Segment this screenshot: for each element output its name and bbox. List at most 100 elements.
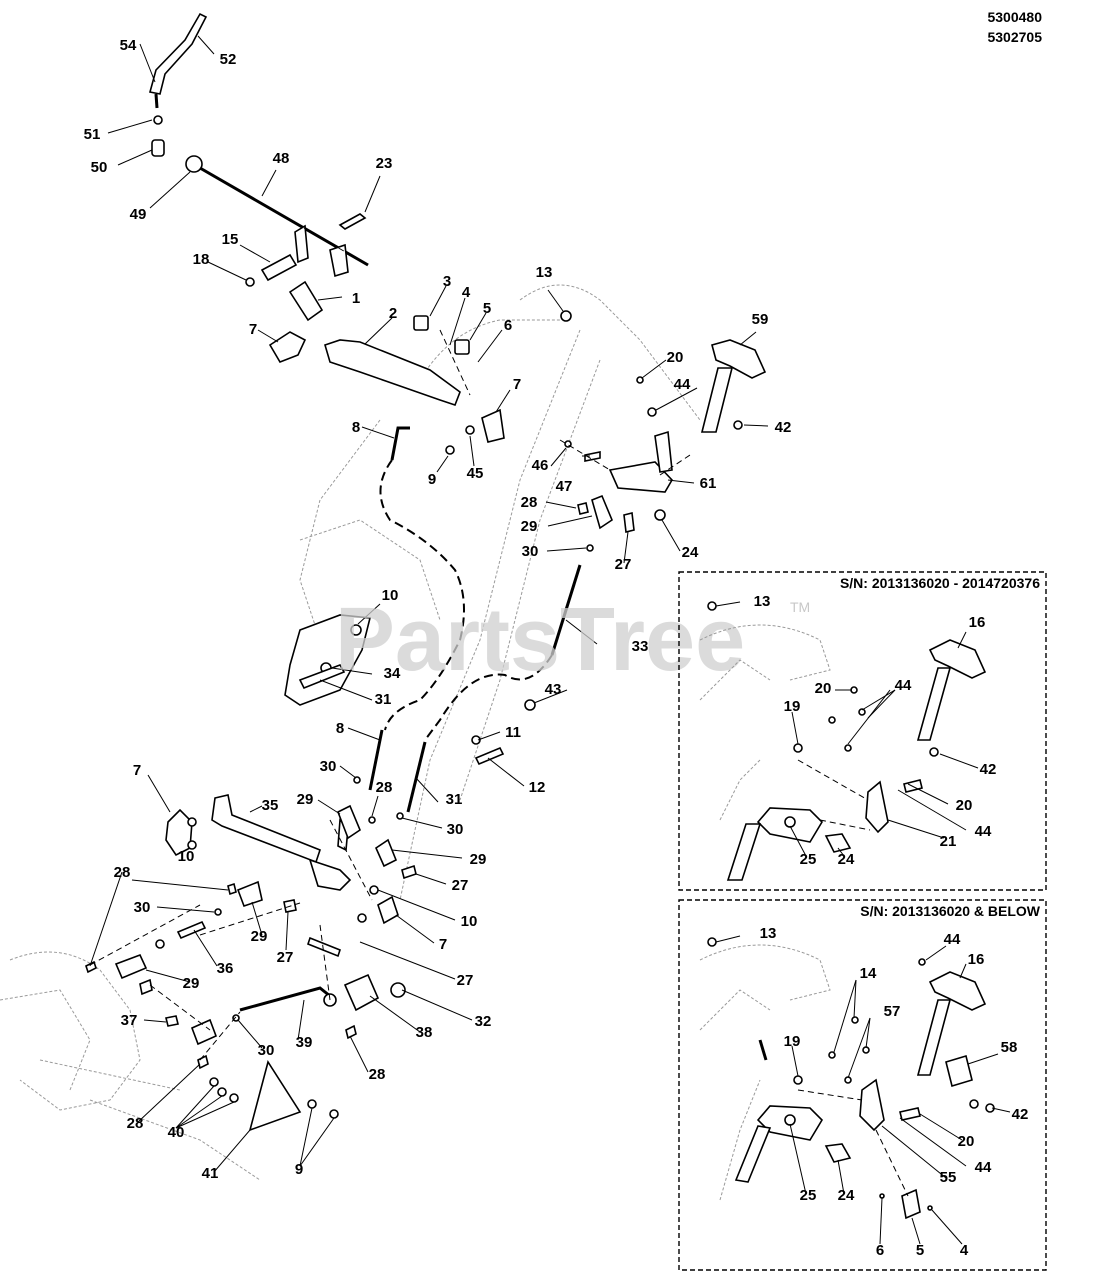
callout-main-67: 40 (168, 1124, 185, 1141)
watermark: PartsTree (335, 590, 745, 690)
callout-inset-2-1: 44 (944, 931, 961, 948)
callout-main-29: 29 (521, 518, 538, 535)
callout-main-38: 8 (336, 720, 344, 737)
callout-main-10: 3 (443, 273, 451, 290)
bushing-49 (185, 155, 203, 173)
nut-13 (560, 310, 572, 322)
callout-main-60: 27 (457, 972, 474, 989)
callout-inset-1-2: 20 (815, 680, 832, 697)
callout-inset-1-8: 25 (800, 851, 817, 868)
callout-inset-1-0: 13 (754, 593, 771, 610)
inset-2: S/N: 2013136020 & BELOW (678, 899, 1047, 1271)
callout-main-36: 31 (375, 691, 392, 708)
callout-inset-1-4: 19 (784, 698, 801, 715)
bushing-5 (454, 339, 470, 355)
callout-main-8: 18 (193, 251, 210, 268)
callout-inset-1-5: 42 (980, 761, 997, 778)
callout-main-16: 8 (352, 419, 360, 436)
callout-inset-2-12: 55 (940, 1169, 957, 1186)
callout-main-39: 11 (505, 724, 521, 741)
shift-handle-part (149, 12, 208, 95)
callout-main-40: 12 (529, 779, 546, 796)
callout-inset-2-13: 6 (876, 1242, 884, 1259)
callout-main-23: 44 (674, 376, 691, 393)
main-assembly (85, 12, 767, 1132)
callout-main-13: 7 (249, 321, 257, 338)
callout-main-31: 27 (615, 556, 632, 573)
callout-main-17: 7 (513, 376, 521, 393)
callout-main-53: 28 (114, 864, 131, 881)
grip-1 (288, 280, 324, 322)
frame-ghost-outline (0, 284, 701, 1181)
callout-main-21: 59 (752, 311, 769, 328)
inset-1-title: S/N: 2013136020 - 2014720376 (840, 575, 1040, 591)
spring-38 (343, 973, 380, 1012)
callout-main-43: 31 (446, 791, 463, 808)
callout-inset-2-10: 25 (800, 1187, 817, 1204)
callout-inset-1-1: 16 (969, 614, 986, 631)
inset-2-plate-58 (945, 1054, 973, 1088)
nut-9 (445, 445, 455, 455)
triangle-bracket-41 (248, 1060, 302, 1132)
inset-2-clevis-5 (901, 1188, 921, 1220)
callout-main-63: 38 (416, 1024, 433, 1041)
callout-main-58: 29 (183, 975, 200, 992)
callout-main-22: 20 (667, 349, 684, 366)
callout-main-66: 28 (127, 1115, 144, 1132)
callout-inset-2-8: 20 (958, 1133, 975, 1150)
bracket-7-mid (481, 408, 505, 443)
callout-main-54: 30 (134, 899, 151, 916)
inset-1-bracket-21 (865, 780, 889, 834)
callout-main-37: 43 (545, 681, 562, 698)
lever-2 (324, 339, 461, 407)
callout-main-41: 30 (320, 758, 337, 775)
callout-main-27: 61 (700, 475, 717, 492)
callout-main-32: 24 (682, 544, 699, 561)
callout-inset-2-11: 24 (838, 1187, 855, 1204)
callout-main-45: 10 (178, 848, 195, 865)
callout-main-49: 29 (470, 851, 487, 868)
clevis-29-lower (114, 953, 148, 980)
alignment-lines (89, 167, 691, 1061)
callout-main-9: 1 (352, 290, 360, 307)
callout-main-2: 51 (84, 126, 101, 143)
inset-2-title: S/N: 2013136020 & BELOW (860, 903, 1041, 919)
callout-main-4: 48 (273, 150, 290, 167)
bracket-7-top (268, 331, 307, 363)
nut-42 (733, 420, 743, 430)
callout-inset-2-6: 19 (784, 1033, 801, 1050)
clevis-29-mid (336, 804, 361, 840)
callout-main-19: 45 (467, 465, 484, 482)
callout-main-5: 49 (130, 206, 147, 223)
callout-inset-1-3: 44 (895, 677, 912, 694)
callout-main-33: 10 (382, 587, 399, 604)
callout-main-51: 10 (461, 913, 478, 930)
model-number-1: 5300480 (987, 9, 1042, 25)
bracket-61 (608, 461, 673, 493)
callout-main-55: 29 (251, 928, 268, 945)
callout-inset-2-7: 42 (1012, 1106, 1029, 1123)
spring-15 (260, 253, 298, 282)
callout-inset-1-9: 24 (838, 851, 855, 868)
nut-43 (524, 699, 536, 711)
callout-main-61: 39 (296, 1034, 313, 1051)
bolt-23 (338, 213, 367, 230)
callout-main-69: 9 (295, 1161, 303, 1178)
clevis-29-bottom (190, 1018, 218, 1046)
callout-main-30: 30 (522, 543, 539, 560)
callout-inset-2-3: 14 (860, 965, 877, 982)
callout-main-6: 23 (376, 155, 393, 172)
callout-main-59: 37 (121, 1012, 138, 1029)
callout-main-0: 54 (120, 37, 137, 54)
callout-main-65: 28 (369, 1066, 386, 1083)
watermark-tm: TM (790, 599, 810, 615)
callout-main-56: 36 (217, 960, 234, 977)
pin-37 (307, 936, 341, 958)
callout-main-46: 35 (262, 797, 279, 814)
callout-inset-1-6: 20 (956, 797, 973, 814)
callout-inset-2-2: 16 (968, 951, 985, 968)
callout-inset-2-15: 4 (960, 1242, 969, 1259)
callout-main-25: 46 (532, 457, 549, 474)
